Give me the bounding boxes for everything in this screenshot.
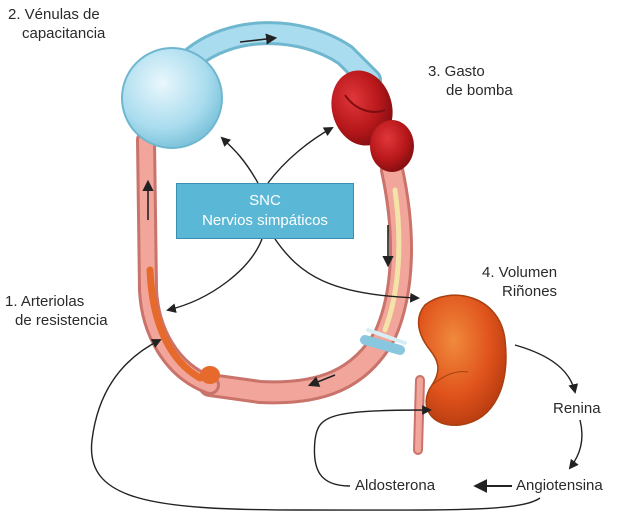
snc-title: SNC (177, 191, 353, 211)
label-volumen-line2: Riñones (482, 282, 557, 301)
label-arteriolas: 1. Arteriolas de resistencia (5, 292, 108, 330)
label-volumen-line1: 4. Volumen (482, 263, 557, 282)
label-venulas-line1: 2. Vénulas de (8, 5, 105, 24)
nerve-to-venulas (222, 138, 258, 183)
label-gasto: 3. Gasto de bomba (428, 62, 513, 100)
label-arteriolas-line2: de resistencia (5, 311, 108, 330)
raa-arrows (91, 340, 581, 510)
label-gasto-line2: de bomba (428, 81, 513, 100)
arrow-aldosterona-kidney (314, 410, 430, 486)
label-aldosterona: Aldosterona (355, 476, 435, 495)
label-volumen: 4. Volumen Riñones (482, 263, 557, 301)
label-arteriolas-line1: 1. Arteriolas (5, 292, 108, 311)
nerve-to-arteriolas (168, 239, 262, 310)
label-venulas: 2. Vénulas de capacitancia (8, 5, 105, 43)
arrow-renina-angiotensina (570, 420, 582, 468)
arteriole-tube-left (146, 140, 210, 385)
resistance-bulge (200, 366, 220, 384)
snc-subtitle: Nervios simpáticos (177, 211, 353, 231)
snc-box: SNC Nervios simpáticos (176, 183, 354, 239)
label-gasto-line1: 3. Gasto (428, 62, 513, 81)
label-angiotensina: Angiotensina (516, 476, 603, 495)
label-venulas-line2: capacitancia (8, 24, 105, 43)
arrow-kidney-renina (515, 345, 575, 392)
nerve-to-gasto (268, 128, 332, 183)
heart-pump (323, 64, 414, 172)
capacitance-sphere (122, 48, 222, 148)
label-renina: Renina (553, 399, 601, 418)
